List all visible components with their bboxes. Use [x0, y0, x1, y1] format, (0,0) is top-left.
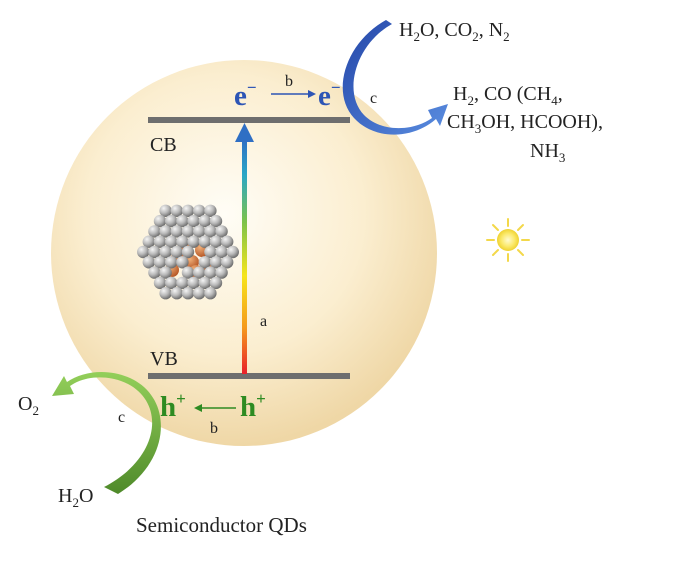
reduction-reactants: H2O, CO2, N2 — [399, 19, 510, 44]
hole-transfer-arrow — [194, 404, 236, 412]
step-c-left-label: c — [118, 409, 125, 426]
excitation-arrow-icon — [235, 123, 254, 374]
electron-transfer-arrow — [271, 90, 316, 98]
hole-left: h+ — [160, 389, 186, 423]
reduction-products-line2: CH3OH, HCOOH), — [447, 111, 603, 136]
conduction-band-line — [148, 117, 350, 123]
step-b-bottom-label: b — [210, 420, 218, 437]
step-a-label: a — [260, 313, 267, 330]
oxidation-arrow — [52, 371, 161, 494]
step-c-right-label: c — [370, 90, 377, 107]
electron-left: e− — [234, 78, 257, 112]
oxidation-product: O2 — [18, 393, 39, 418]
step-b-top-label: b — [285, 73, 293, 90]
valence-band-line — [148, 373, 350, 379]
quantum-dot-cluster-icon — [137, 204, 239, 300]
vb-label: VB — [150, 348, 178, 370]
hole-right: h+ — [240, 389, 266, 423]
caption: Semiconductor QDs — [136, 513, 307, 537]
sun-icon — [486, 218, 530, 262]
reduction-products-line3: NH3 — [530, 140, 565, 165]
cb-label: CB — [150, 134, 177, 156]
reduction-products-line1: H2, CO (CH4, — [453, 83, 563, 108]
electron-right: e− — [318, 78, 341, 112]
oxidation-reactant: H2O — [58, 485, 93, 510]
